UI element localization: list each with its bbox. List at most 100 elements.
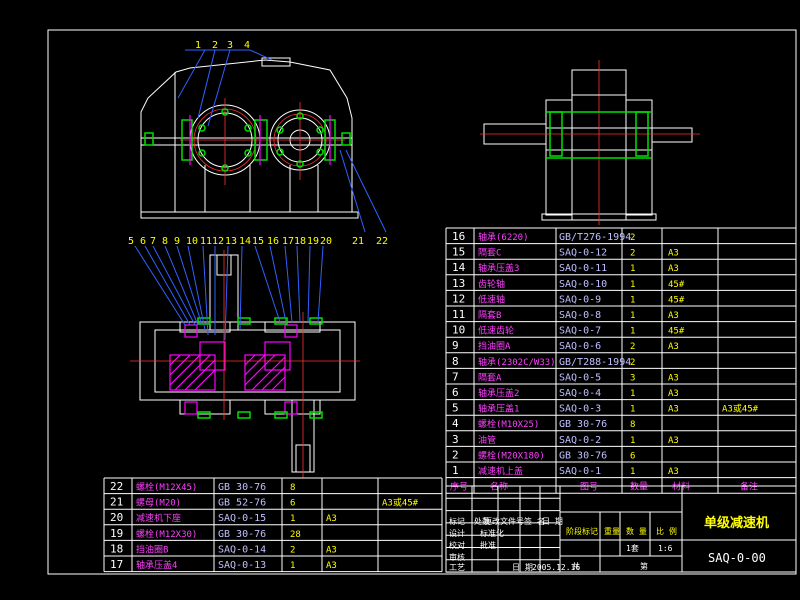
bom-qty: 8 bbox=[290, 483, 295, 493]
title-block-label: 数 量 bbox=[626, 526, 647, 536]
callout-4: 4 bbox=[244, 40, 250, 51]
bom-name: 隔套A bbox=[478, 371, 502, 383]
bom-no: 12 bbox=[452, 292, 465, 305]
front-view bbox=[140, 49, 387, 233]
svg-text:名称: 名称 bbox=[490, 481, 508, 493]
bom-no: 3 bbox=[452, 433, 459, 446]
svg-text:序号: 序号 bbox=[450, 481, 468, 493]
bom-code: SAQ-0-15 bbox=[218, 513, 266, 524]
callout-7: 7 bbox=[150, 236, 156, 247]
callout-18: 18 bbox=[294, 236, 306, 247]
bom-qty: 6 bbox=[630, 451, 635, 461]
front-view-callouts: 1 2 3 4 21 22 bbox=[195, 40, 388, 247]
title-block-label: 阶段标记 bbox=[566, 526, 598, 536]
callout-22: 22 bbox=[376, 236, 388, 247]
bom-no: 17 bbox=[110, 558, 123, 571]
bom-code: GB 30-76 bbox=[559, 450, 607, 461]
side-shaft-right bbox=[651, 127, 693, 143]
bom-code: GB/T276-1994 bbox=[559, 232, 631, 243]
bom-no: 13 bbox=[452, 277, 465, 290]
callout-21: 21 bbox=[352, 236, 364, 247]
bom-no: 14 bbox=[452, 261, 466, 274]
bom-name: 减速机下座 bbox=[136, 512, 181, 524]
title-block-label: 签 名 bbox=[524, 516, 545, 526]
title-scale: 1:6 bbox=[658, 544, 673, 553]
bom-no: 8 bbox=[452, 355, 459, 368]
svg-text:备注: 备注 bbox=[740, 481, 758, 493]
front-housing-outline bbox=[140, 59, 353, 212]
bom-material: A3 bbox=[668, 264, 679, 274]
bom-code: SAQ-0-10 bbox=[559, 279, 607, 290]
bom-code: GB/T288-1994 bbox=[559, 357, 631, 368]
bom-material: A3 bbox=[668, 342, 679, 352]
bom-name: 螺栓(M12X30) bbox=[136, 528, 197, 540]
hatched-gears bbox=[169, 324, 298, 415]
callout-5: 5 bbox=[128, 236, 134, 247]
bom-header: 序号名称图号数量材料备注 bbox=[450, 481, 758, 493]
bom-no: 16 bbox=[452, 230, 465, 243]
bom-name: 轴承(2302C/W33) bbox=[478, 356, 556, 368]
title-block-label: 标准化 bbox=[480, 528, 504, 538]
title-block-label: 设计 bbox=[449, 528, 465, 538]
title-block-label: 审核 bbox=[449, 552, 465, 562]
bom-code: SAQ-0-11 bbox=[559, 263, 607, 274]
title-block-label: 校对 bbox=[449, 540, 465, 550]
bom-name: 螺栓(M12X45) bbox=[136, 481, 197, 493]
callout-20: 20 bbox=[320, 236, 332, 247]
bom-no: 22 bbox=[110, 480, 123, 493]
title-block-label: 工艺 bbox=[449, 563, 465, 572]
bom-name: 螺栓(M20X180) bbox=[478, 449, 545, 461]
bom-name: 齿轮轴 bbox=[478, 278, 505, 290]
callout-11: 11 bbox=[200, 236, 212, 247]
bom-qty: 1 bbox=[630, 405, 635, 415]
callout-6: 6 bbox=[140, 236, 146, 247]
title-date: 2005.12.16 bbox=[532, 563, 580, 572]
bom-code: SAQ-0-3 bbox=[559, 404, 601, 415]
bom-no: 21 bbox=[110, 496, 123, 509]
bom-material: A3 bbox=[326, 514, 337, 524]
bom-code: SAQ-0-12 bbox=[559, 248, 607, 259]
callout-13: 13 bbox=[225, 236, 237, 247]
callout-15: 15 bbox=[252, 236, 264, 247]
bom-row-2: 2 螺栓(M20X180) GB 30-76 6 bbox=[452, 448, 635, 461]
bom-name: 螺母(M20) bbox=[136, 498, 181, 509]
bom-no: 2 bbox=[452, 448, 459, 461]
bom-name: 挡油圈B bbox=[136, 543, 168, 555]
title-block-label: 第 bbox=[640, 561, 648, 571]
title-block-label: 标记 bbox=[449, 516, 465, 526]
bom-material: 45# bbox=[668, 280, 685, 290]
bom-code: GB 30-76 bbox=[218, 529, 266, 540]
front-base bbox=[140, 211, 359, 219]
svg-text:材料: 材料 bbox=[672, 481, 690, 493]
bom-qty: 1 bbox=[630, 389, 635, 399]
callout-9: 9 bbox=[174, 236, 180, 247]
bom-material: A3 bbox=[668, 373, 679, 383]
side-view bbox=[480, 60, 700, 225]
bom-note: A3或45# bbox=[382, 497, 419, 509]
bom-code: SAQ-0-2 bbox=[559, 435, 601, 446]
bom-material: 45# bbox=[668, 327, 685, 337]
bom-code: SAQ-0-7 bbox=[559, 326, 601, 337]
bom-code: SAQ-0-9 bbox=[559, 294, 601, 305]
bom-no: 7 bbox=[452, 370, 459, 383]
bom-name: 低速齿轮 bbox=[478, 325, 514, 337]
bom-no: 1 bbox=[452, 464, 459, 477]
callout-8: 8 bbox=[162, 236, 168, 247]
bom-code: SAQ-0-1 bbox=[559, 466, 601, 477]
